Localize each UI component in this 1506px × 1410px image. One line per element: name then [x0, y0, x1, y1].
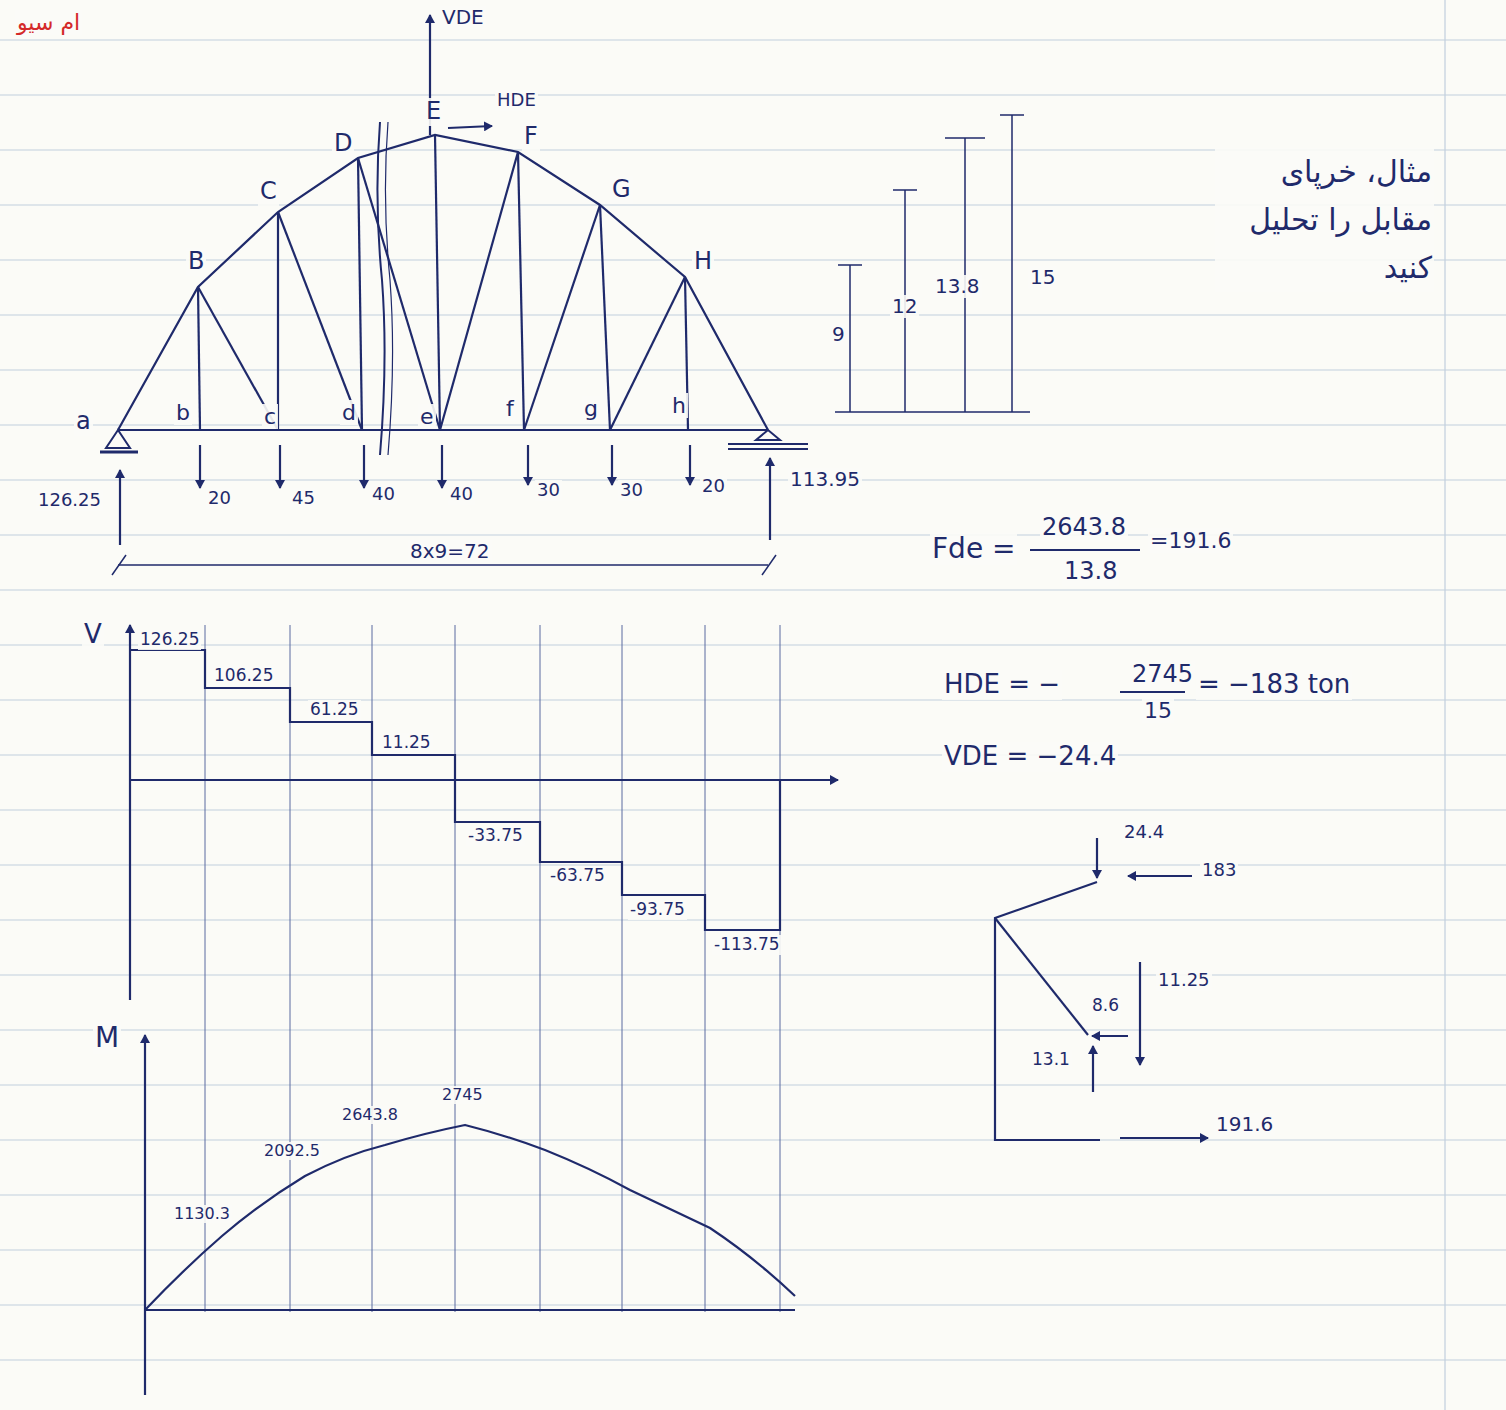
label-text: 1130.3 — [172, 1205, 232, 1223]
label-text: 113.95 — [788, 468, 862, 491]
label-text: VDE — [440, 6, 486, 29]
label-text: 13.1 — [1030, 1050, 1072, 1070]
label-text: D — [332, 130, 354, 158]
label-text: = −183 ton — [1196, 670, 1352, 700]
label-text: h — [670, 393, 688, 418]
label-text: b — [174, 400, 192, 425]
label-text: a — [74, 408, 93, 436]
label-text: 126.25 — [138, 630, 201, 650]
label-text: HDE = − — [942, 670, 1062, 700]
label-text: 183 — [1200, 860, 1238, 881]
label-text: 24.4 — [1122, 822, 1166, 843]
label-text: =191.6 — [1148, 528, 1233, 553]
label-text: 8.6 — [1090, 996, 1121, 1016]
label-text: 11.25 — [380, 733, 433, 753]
label-text: F — [522, 123, 540, 151]
label-text: 12 — [890, 295, 919, 318]
label-text: 15 — [1142, 698, 1174, 723]
label-text: 30 — [618, 480, 645, 501]
label-text: -33.75 — [466, 826, 525, 846]
label-text: 11.25 — [1156, 970, 1212, 991]
label-text: -93.75 — [628, 900, 687, 920]
label-text: C — [258, 178, 279, 206]
label-text: G — [610, 176, 633, 204]
label-text: 15 — [1028, 266, 1057, 289]
label-text: f — [504, 396, 516, 421]
label-text: ام سیو — [15, 10, 82, 35]
label-text: g — [582, 396, 600, 421]
label-text: e — [418, 404, 436, 429]
label-text: 2643.8 — [340, 1106, 400, 1124]
label-text: 2092.5 — [262, 1142, 322, 1160]
label-text: B — [186, 248, 206, 276]
label-text: 45 — [290, 488, 317, 509]
label-text: 2643.8 — [1040, 514, 1128, 542]
label-text: 20 — [206, 488, 233, 509]
label-text: d — [340, 400, 358, 425]
label-text: 9 — [830, 323, 847, 346]
label-text: 13.8 — [1062, 558, 1119, 586]
label-text: 126.25 — [36, 490, 103, 511]
label-text: -113.75 — [712, 935, 782, 955]
label-text: 40 — [448, 484, 475, 505]
label-text: Fde = — [930, 533, 1017, 565]
label-text: E — [424, 98, 443, 126]
label-text: -63.75 — [548, 866, 607, 886]
label-text: 8x9=72 — [408, 540, 492, 563]
label-text: V — [82, 620, 104, 650]
label-text: مثال، خرپای مقابل را تحلیل کنید — [1215, 148, 1434, 292]
label-text: M — [93, 1022, 121, 1054]
label-text: 2745 — [440, 1086, 485, 1104]
label-text: 191.6 — [1214, 1113, 1275, 1136]
label-text: HDE — [495, 90, 538, 111]
label-text: VDE = −24.4 — [942, 742, 1118, 772]
label-text: 13.8 — [933, 275, 982, 298]
label-text: 106.25 — [212, 666, 275, 686]
label-text: 61.25 — [308, 700, 361, 720]
label-text: c — [262, 404, 278, 429]
label-text: 20 — [700, 476, 727, 497]
label-text: 30 — [535, 480, 562, 501]
label-text: 40 — [370, 484, 397, 505]
label-text: 2745 — [1130, 661, 1195, 689]
label-text: H — [692, 248, 714, 276]
